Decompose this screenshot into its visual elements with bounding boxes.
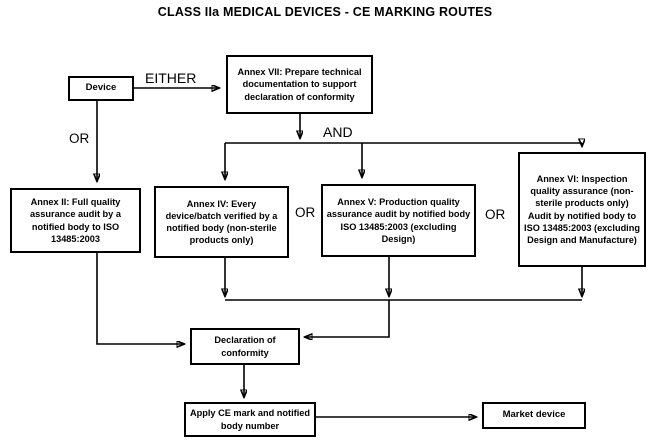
page-title: CLASS IIa MEDICAL DEVICES - CE MARKING R… [157, 5, 493, 19]
node-annex-vii-label: Annex VII: Prepare technical documentati… [237, 67, 362, 102]
node-annex-ii[interactable]: Annex II: Full quality assurance audit b… [10, 188, 141, 253]
edge-label-or-device: OR [69, 131, 90, 146]
node-apply-ce-mark[interactable]: Apply CE mark and notified body number [184, 402, 316, 437]
node-annex-iv[interactable]: Annex IV: Every device/batch verified by… [154, 186, 289, 258]
node-apply-ce-label: Apply CE mark and notified body number [190, 408, 310, 431]
node-device[interactable]: Device [68, 76, 134, 101]
node-annex-iv-label: Annex IV: Every device/batch verified by… [165, 198, 278, 246]
node-market-device-label: Market device [502, 409, 566, 421]
edge-label-or-iv-v: OR [295, 205, 316, 220]
node-declaration-label: Declaration of conformity [214, 335, 276, 358]
node-annex-v-label: Annex V: Production quality assurance au… [326, 197, 471, 244]
node-annex-vi[interactable]: Annex VI: Inspection quality assurance (… [518, 152, 646, 267]
edge-label-and: AND [323, 124, 353, 140]
node-annex-v[interactable]: Annex V: Production quality assurance au… [321, 184, 476, 257]
node-device-label: Device [85, 82, 117, 94]
node-annex-ii-label: Annex II: Full quality assurance audit b… [30, 197, 121, 244]
node-declaration-of-conformity[interactable]: Declaration of conformity [190, 328, 300, 365]
node-annex-vi-label: Annex VI: Inspection quality assurance (… [524, 173, 640, 245]
node-annex-vii[interactable]: Annex VII: Prepare technical documentati… [226, 55, 373, 114]
edge-label-either: EITHER [145, 70, 197, 86]
node-market-device[interactable]: Market device [482, 402, 586, 429]
edge-label-or-v-vi: OR [485, 207, 506, 222]
